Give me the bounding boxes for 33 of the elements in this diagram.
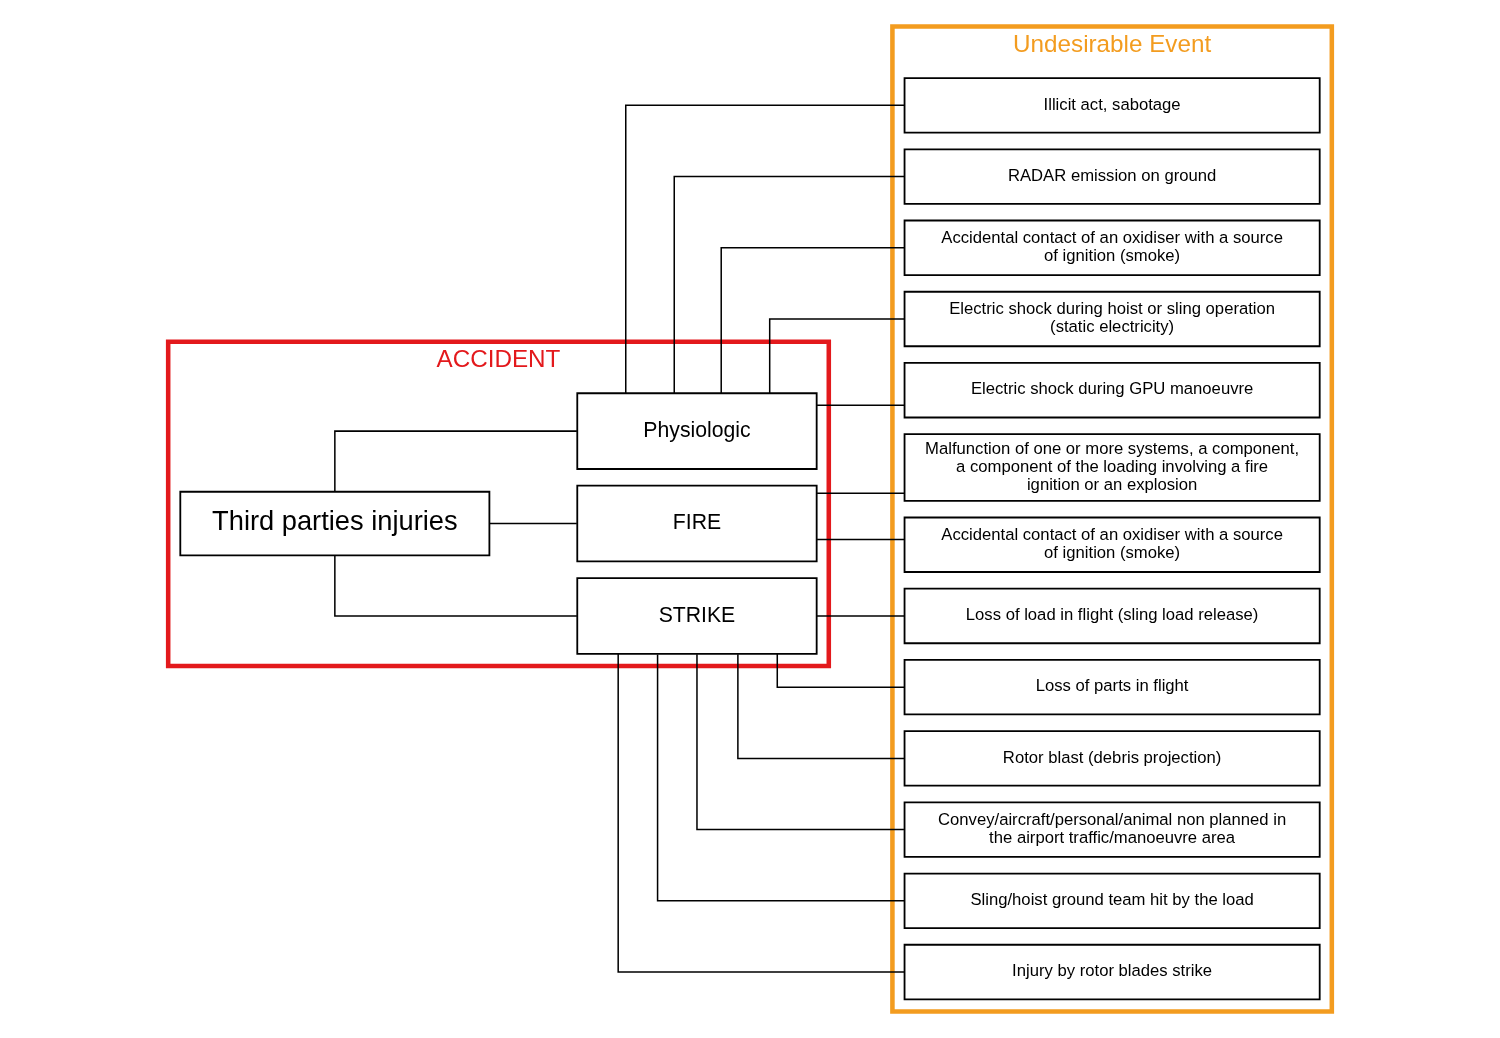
connector bbox=[768, 318, 906, 394]
connector bbox=[334, 555, 578, 617]
connector bbox=[816, 538, 906, 541]
connector bbox=[617, 653, 905, 973]
connector bbox=[776, 653, 906, 688]
connector bbox=[696, 653, 905, 831]
node-box: Accidental contact of an oxidiser with a source of ignition (smoke) bbox=[903, 219, 1321, 276]
node-box: Loss of parts in flight bbox=[903, 659, 1321, 716]
connector bbox=[334, 430, 578, 492]
node-box: Accidental contact of an oxidiser with a source of ignition (smoke) bbox=[903, 516, 1321, 573]
node-box: Illicit act, sabotage bbox=[903, 77, 1321, 134]
node-box: Electric shock during GPU manoeuvre bbox=[903, 362, 1321, 419]
node-box: Electric shock during hoist or sling operation (static electricity) bbox=[903, 290, 1321, 348]
connector bbox=[816, 492, 906, 494]
node-box: Sling/hoist ground team hit by the load bbox=[903, 872, 1321, 929]
connector bbox=[625, 104, 906, 394]
connector bbox=[816, 404, 906, 407]
connector bbox=[673, 175, 905, 394]
node-box: RADAR emission on ground bbox=[903, 148, 1321, 205]
node-box: Rotor blast (debris projection) bbox=[903, 730, 1321, 787]
node-box: Third parties injuries bbox=[179, 490, 491, 557]
connector bbox=[656, 653, 905, 902]
connector bbox=[816, 615, 906, 617]
connector bbox=[737, 653, 905, 760]
node-box: STRIKE bbox=[576, 577, 818, 655]
node-box: Injury by rotor blades strike bbox=[903, 943, 1321, 1001]
node-box: Physiologic bbox=[576, 392, 818, 470]
node-box: Loss of load in flight (sling load release) bbox=[903, 587, 1321, 645]
connector bbox=[488, 522, 578, 525]
node-box: Malfunction of one or more systems, a component, a component of the loading involving a fire ignition or an explosion bbox=[903, 433, 1321, 502]
connector bbox=[720, 247, 905, 394]
node-box: Convey/aircraft/personal/animal non planned in the airport traffic/manoeuvre area bbox=[903, 801, 1321, 858]
node-box: FIRE bbox=[576, 484, 818, 563]
